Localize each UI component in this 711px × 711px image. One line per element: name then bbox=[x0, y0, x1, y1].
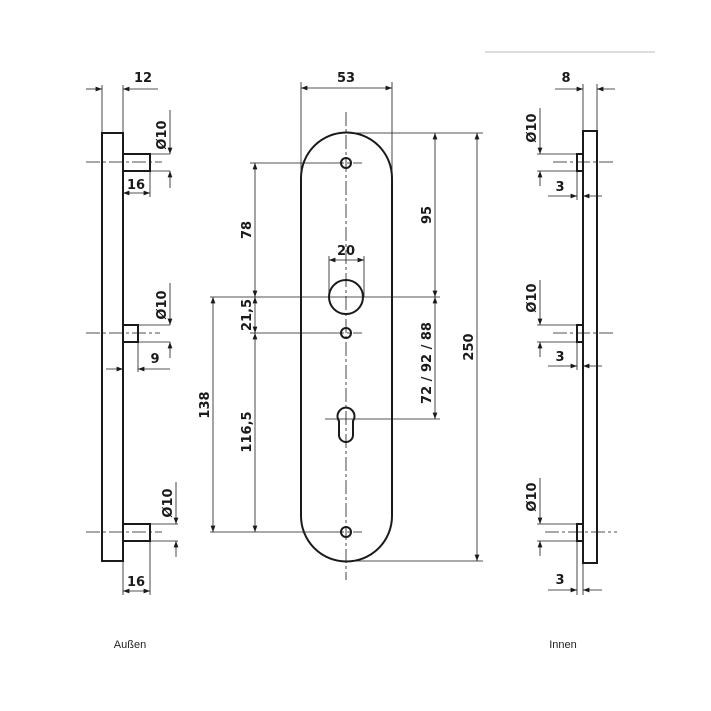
dim-handle-dia: 20 bbox=[337, 244, 355, 259]
outside-plate-profile bbox=[101, 132, 124, 562]
dim-length: 250 bbox=[462, 333, 477, 360]
inside-side-view: 8 Ø10 3 Ø10 3 Ø10 3 bbox=[525, 71, 617, 595]
dim-handle-to-bottom: 138 bbox=[198, 391, 213, 418]
label-outside: Außen bbox=[114, 639, 146, 651]
outside-side-view: 12 Ø10 16 Ø10 9 Ø10 16 bbox=[86, 71, 179, 595]
dim-pin-len-mid: 9 bbox=[150, 352, 159, 367]
dim-pin-dia-bottom: Ø10 bbox=[161, 488, 176, 517]
dim-width: 53 bbox=[337, 71, 355, 86]
dim-inside-pin-dia-top: Ø10 bbox=[525, 113, 540, 142]
pin-top bbox=[122, 153, 151, 172]
dim-inside-pin-dia-mid: Ø10 bbox=[525, 283, 540, 312]
dim-pin-len-top: 16 bbox=[127, 178, 145, 193]
dim-outside-thickness: 12 bbox=[134, 71, 152, 86]
front-view: 53 20 78 21,5 116,5 138 95 72 / 92 / 88 … bbox=[198, 71, 483, 580]
dim-pin-dia-top: Ø10 bbox=[155, 120, 170, 149]
dim-inside-thickness: 8 bbox=[561, 71, 570, 86]
inside-pin-top bbox=[576, 153, 584, 172]
dim-top-to-handle: 78 bbox=[240, 221, 255, 239]
dim-handle-to-hole: 21,5 bbox=[240, 299, 255, 331]
dim-top-edge-to-handle: 95 bbox=[420, 206, 435, 224]
dim-inside-pin-len-bottom: 3 bbox=[555, 573, 564, 588]
dim-inside-pin-len-mid: 3 bbox=[555, 350, 564, 365]
inside-pin-mid bbox=[576, 324, 584, 343]
dim-inside-pin-dia-bottom: Ø10 bbox=[525, 482, 540, 511]
dim-hole-to-bottom: 116,5 bbox=[240, 411, 255, 452]
inside-pin-bottom bbox=[576, 523, 584, 542]
plate-outline bbox=[300, 131, 393, 563]
pin-bottom bbox=[122, 523, 151, 542]
dim-handle-to-cylinder: 72 / 92 / 88 bbox=[420, 322, 435, 404]
inside-plate-profile bbox=[582, 130, 598, 564]
dim-pin-len-bottom: 16 bbox=[127, 575, 145, 590]
label-inside: Innen bbox=[549, 639, 577, 651]
pin-mid bbox=[122, 324, 139, 343]
dim-pin-dia-mid: Ø10 bbox=[155, 290, 170, 319]
dim-inside-pin-len-top: 3 bbox=[555, 180, 564, 195]
